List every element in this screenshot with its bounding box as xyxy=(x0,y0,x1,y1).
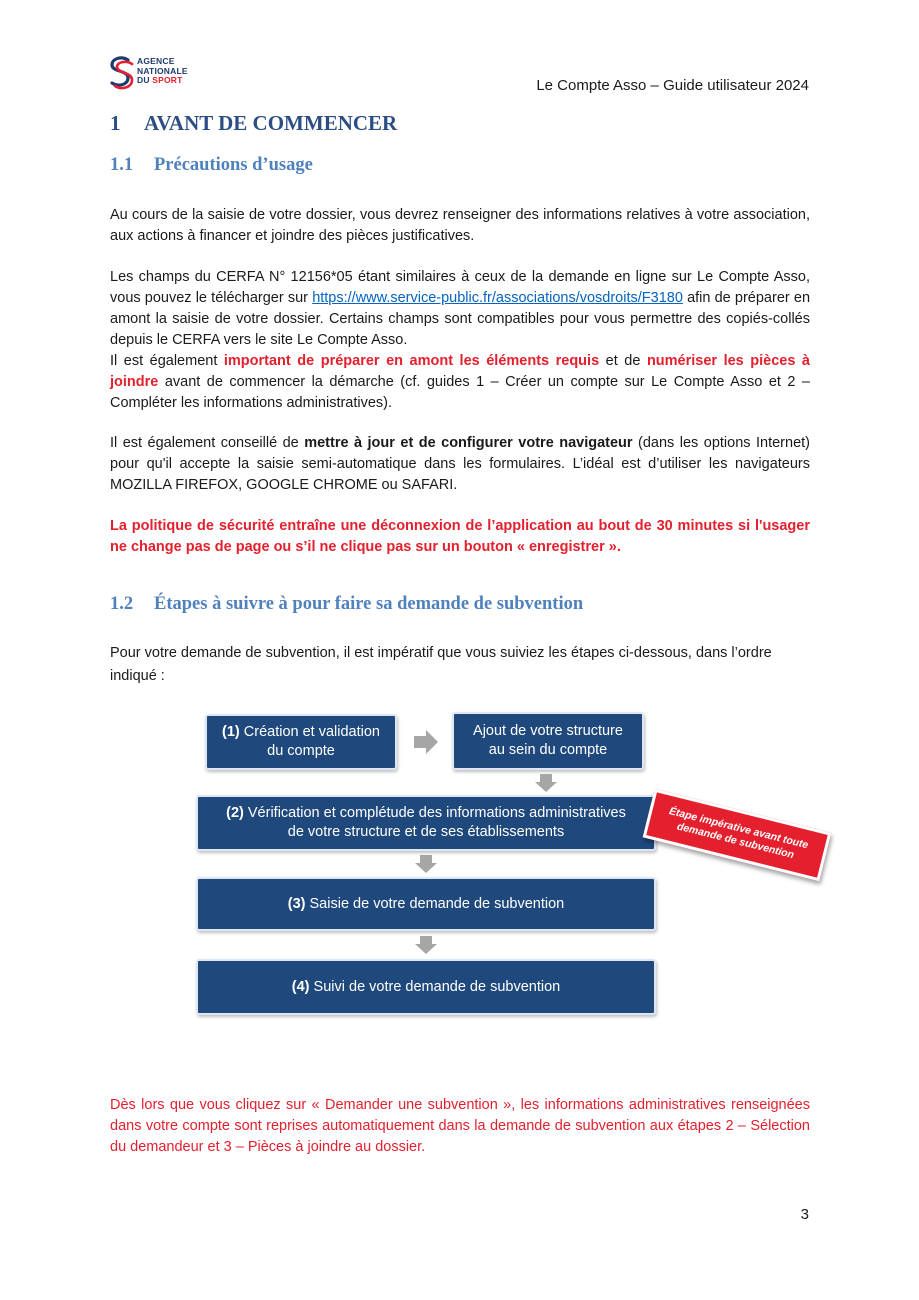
flow-step-2: (2) Vérification et complétude des infor… xyxy=(196,795,656,851)
section-1-number: 1 xyxy=(110,111,121,135)
arrow-right-icon xyxy=(414,730,438,754)
logo-line-3: DU SPORT xyxy=(137,75,183,85)
mandatory-step-badge: Étape impérative avant toute demande de … xyxy=(642,788,832,882)
logo-s-icon xyxy=(110,56,134,90)
section-1-2-heading: 1.2 Étapes à suivre à pour faire sa deman… xyxy=(110,594,583,615)
flow-step-3: (3) Saisie de votre demande de subventio… xyxy=(196,877,656,931)
logo-line-1: AGENCE xyxy=(137,56,175,66)
page-number: 3 xyxy=(800,1206,809,1223)
arrow-down-icon xyxy=(415,936,437,954)
logo-line-2: NATIONALE xyxy=(137,65,188,76)
paragraph-intro: Au cours de la saisie de votre dossier, … xyxy=(110,207,810,244)
paragraph-steps-intro: Pour votre demande de subvention, il est… xyxy=(110,645,772,684)
security-warning: La politique de sécurité entraîne une dé… xyxy=(110,518,810,555)
section-1-2-title: Étapes à suivre à pour faire sa demande … xyxy=(154,594,584,614)
flow-step-4: (4) Suivi de votre demande de subvention xyxy=(196,959,656,1015)
document-header-title: Le Compte Asso – Guide utilisateur 2024 xyxy=(536,77,809,94)
arrow-down-icon xyxy=(535,774,557,792)
paragraph-browser: Il est également conseillé de mettre à j… xyxy=(110,435,810,493)
section-1-1-title: Précautions d’usage xyxy=(154,155,313,175)
section-1-2-number: 1.2 xyxy=(110,594,134,614)
flow-step-add-structure: Ajout de votre structure au sein du comp… xyxy=(452,712,644,770)
agency-logo xyxy=(108,55,218,91)
paragraph-prepare: Il est également important de préparer e… xyxy=(110,353,810,411)
section-1-heading: 1 AVANT DE COMMENCER xyxy=(110,111,397,136)
subvention-note: Dès lors que vous cliquez sur « Demander… xyxy=(110,1097,810,1155)
section-1-1-heading: 1.1 Précautions d’usage xyxy=(110,155,313,176)
flow-step-1: (1) Création et validation du compte xyxy=(205,714,397,770)
cerfa-link[interactable]: https://www.service-public.fr/associatio… xyxy=(312,290,683,306)
section-1-1-number: 1.1 xyxy=(110,155,134,175)
paragraph-cerfa: Les champs du CERFA N° 12156*05 étant si… xyxy=(110,267,810,414)
logo-wordmark: AGENCE NATIONALE DU SPORT xyxy=(137,56,188,86)
arrow-down-icon xyxy=(415,855,437,873)
section-1-title: AVANT DE COMMENCER xyxy=(144,111,398,135)
